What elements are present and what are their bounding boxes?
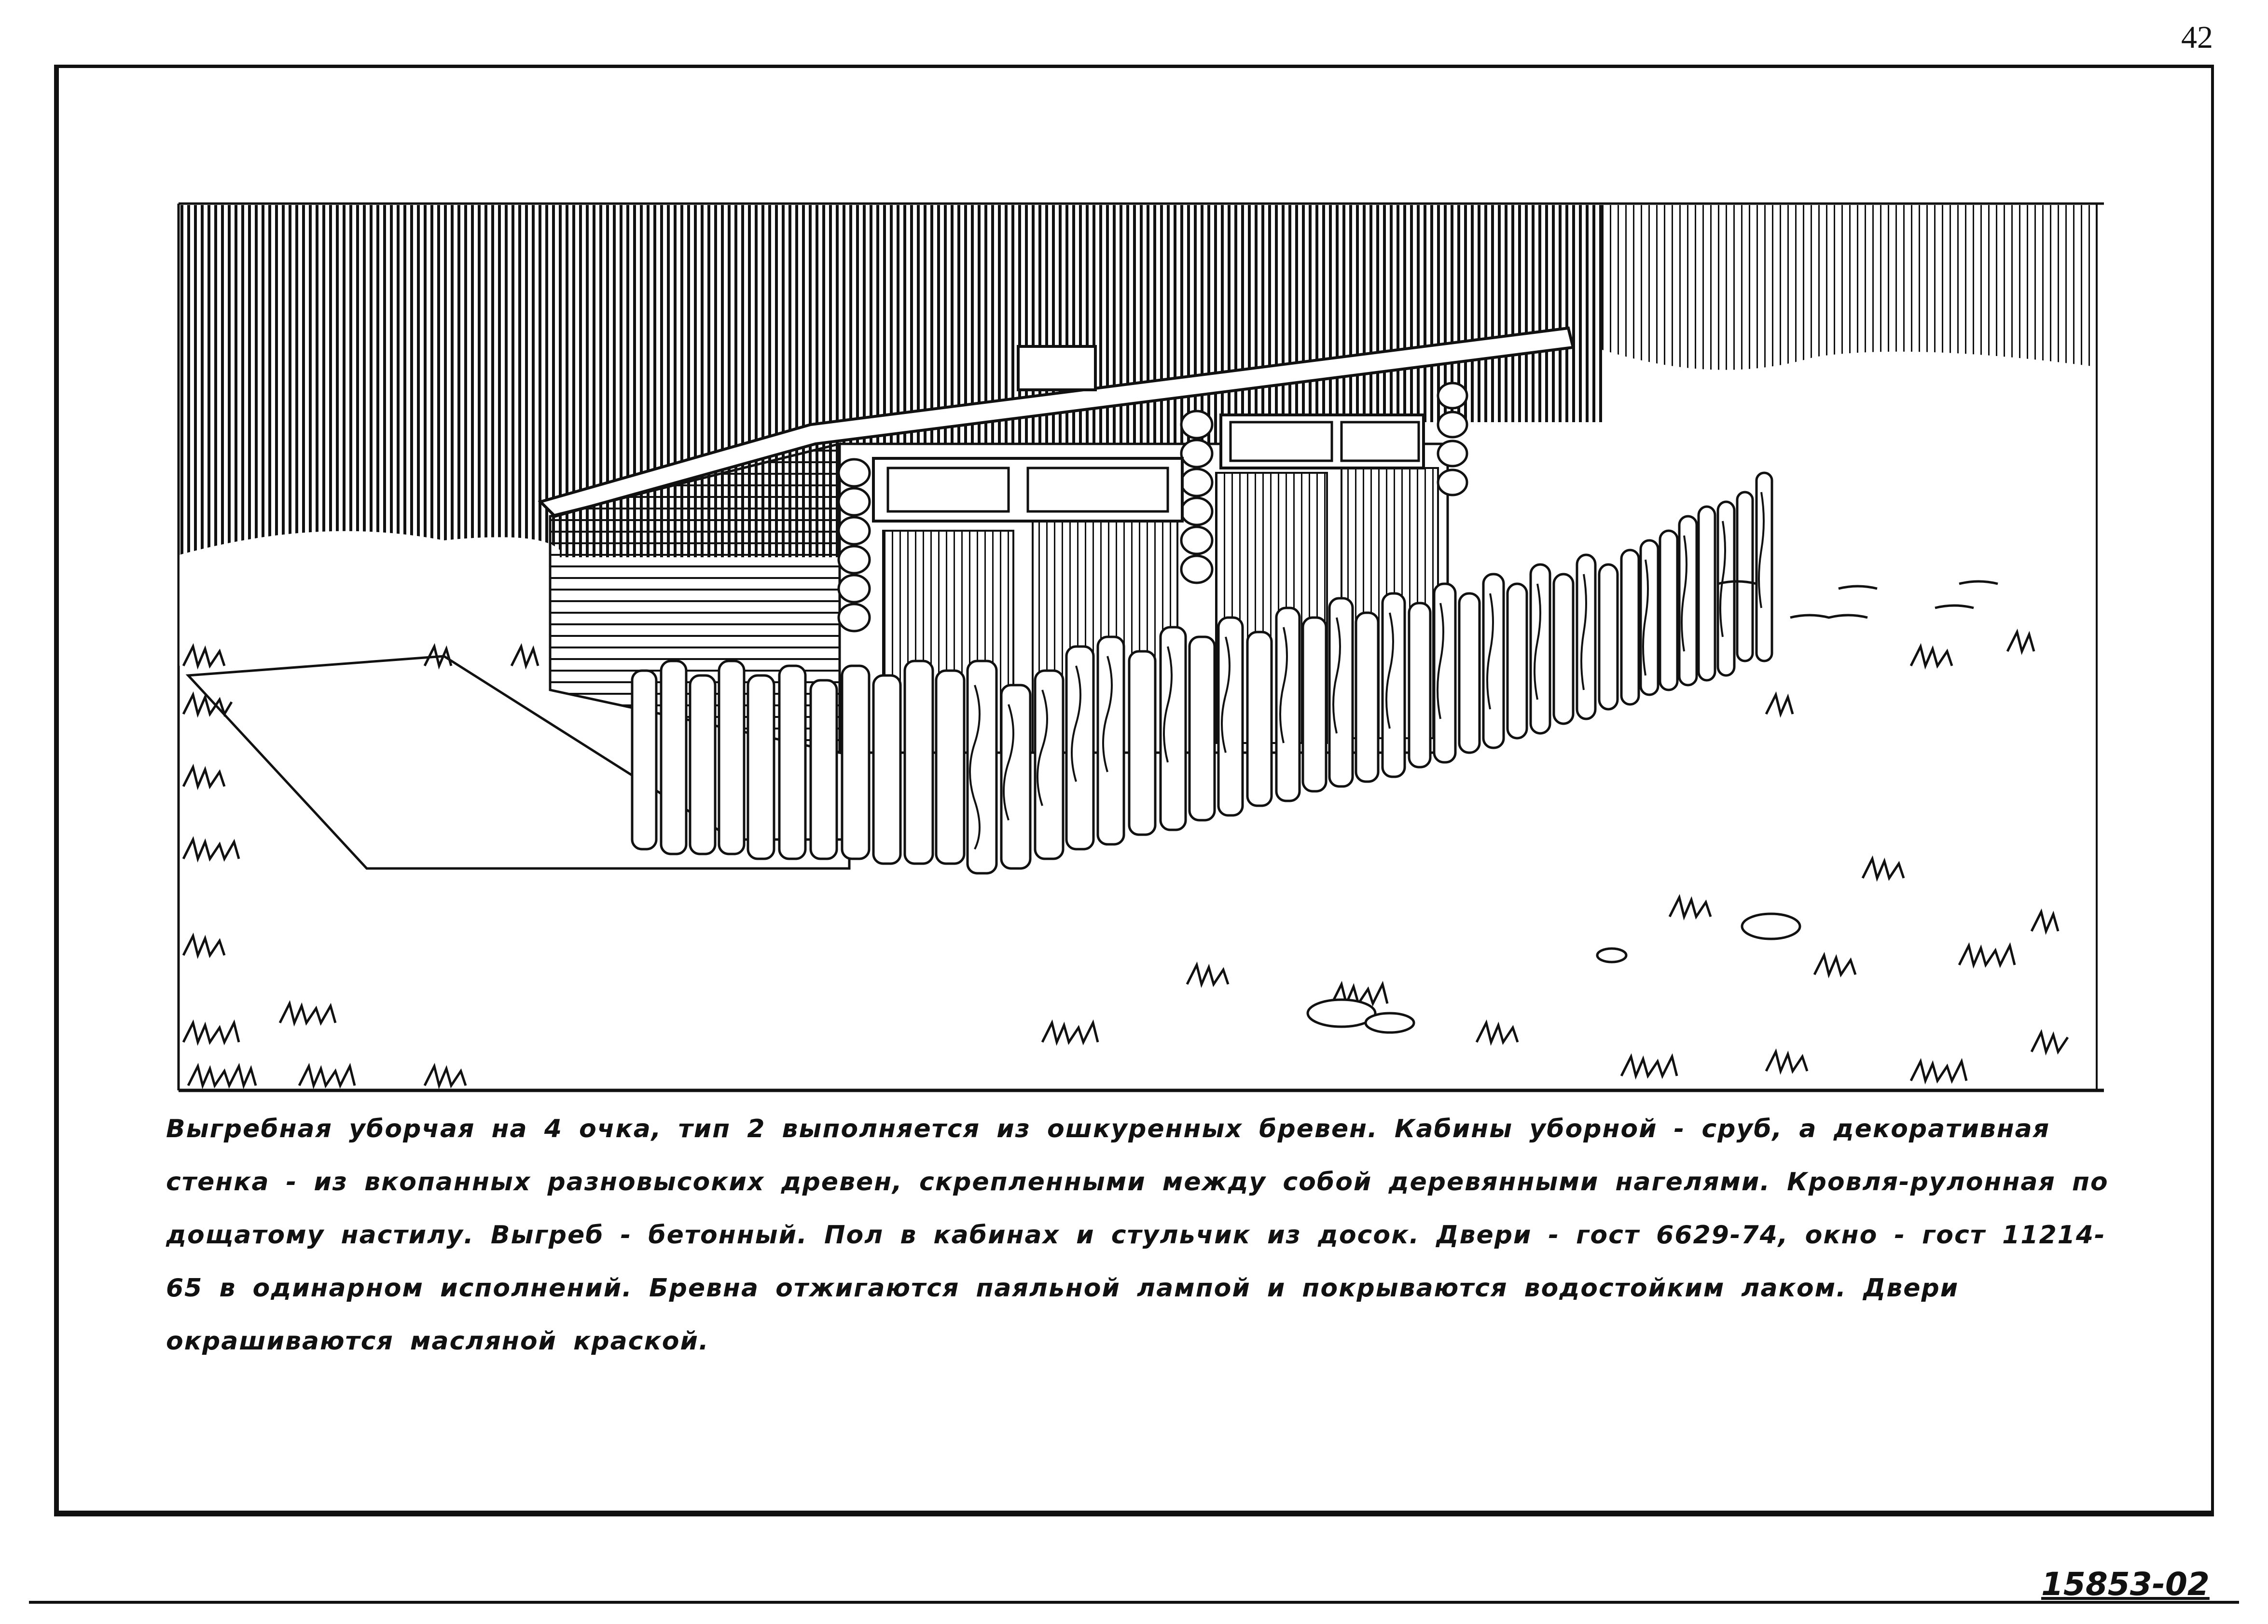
document-code: 15853-02 [2041, 1566, 2210, 1603]
page-number: 42 [2181, 20, 2213, 55]
palisade-fence [631, 471, 1773, 875]
illustration [174, 183, 2106, 1095]
bottom-rule [29, 1601, 2239, 1604]
drawing-frame [54, 65, 2214, 1516]
caption-text: Выгребная уборчая на 4 очка, тип 2 выпол… [166, 1115, 2109, 1356]
